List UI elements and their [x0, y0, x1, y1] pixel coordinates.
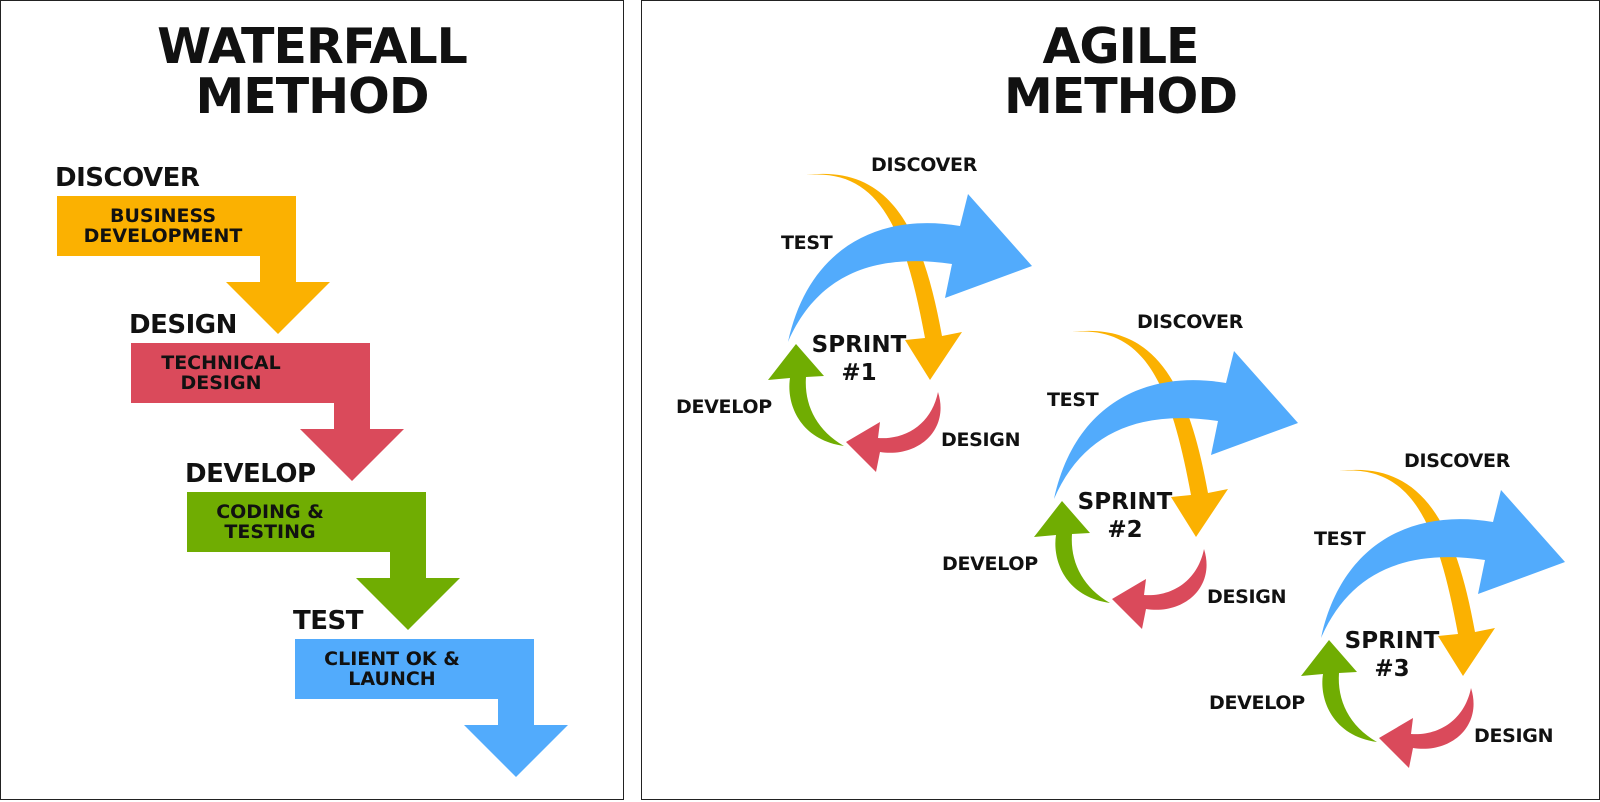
waterfall-arrow-discover: [57, 196, 330, 334]
waterfall-stage-discover: DISCOVER BUSINESS DEVELOPMENT: [55, 163, 330, 334]
waterfall-arrow-design: [131, 343, 404, 481]
sprint-name-line1: SPRINT: [1345, 628, 1440, 654]
sprint-arrow-test: [788, 194, 1032, 342]
sprint-label-design: DESIGN: [941, 429, 1020, 451]
waterfall-box-line1: CLIENT OK &: [324, 648, 460, 670]
waterfall-stage-label: TEST: [293, 606, 364, 636]
sprint-arrow-test: [1054, 351, 1298, 499]
waterfall-box-line2: LAUNCH: [348, 668, 435, 690]
sprint-label-discover: DISCOVER: [871, 154, 978, 176]
sprint-label-discover: DISCOVER: [1137, 311, 1244, 333]
sprint-label-test: TEST: [781, 232, 833, 254]
waterfall-box-line2: DESIGN: [180, 372, 261, 394]
sprint-label-design: DESIGN: [1207, 586, 1286, 608]
waterfall-stage-test: TEST CLIENT OK & LAUNCH: [293, 606, 568, 777]
agile-sprint-1: DISCOVER TEST DEVELOP DESIGN SPRINT #1: [676, 154, 1032, 472]
waterfall-title-line2: METHOD: [195, 68, 430, 125]
sprint-label-develop: DEVELOP: [942, 553, 1038, 575]
waterfall-title: WATERFALL METHOD: [0, 22, 624, 122]
sprint-label-test: TEST: [1314, 528, 1366, 550]
waterfall-box-line1: TECHNICAL: [161, 352, 281, 374]
agile-title: AGILE METHOD: [641, 22, 1600, 122]
sprint-label-develop: DEVELOP: [1209, 692, 1305, 714]
waterfall-box-line1: CODING &: [216, 501, 324, 523]
sprint-label-develop: DEVELOP: [676, 396, 772, 418]
waterfall-arrow-develop: [187, 492, 460, 630]
sprint-arrow-design: [1112, 549, 1207, 629]
agile-sprint-2: DISCOVER TEST DEVELOP DESIGN SPRINT #2: [942, 311, 1298, 629]
sprint-name-line1: SPRINT: [1078, 489, 1173, 515]
sprint-name-line1: SPRINT: [812, 332, 907, 358]
sprint-arrow-design: [846, 392, 941, 472]
sprint-arrow-design: [1379, 688, 1474, 768]
sprint-label-design: DESIGN: [1474, 725, 1553, 747]
sprint-name-line2: #3: [1374, 656, 1409, 682]
waterfall-stage-develop: DEVELOP CODING & TESTING: [185, 459, 460, 630]
waterfall-box-line1: BUSINESS: [110, 205, 216, 227]
waterfall-stage-label: DEVELOP: [185, 459, 316, 489]
sprint-label-discover: DISCOVER: [1404, 450, 1511, 472]
sprint-name-line2: #2: [1107, 517, 1142, 543]
waterfall-stage-label: DISCOVER: [55, 163, 200, 193]
agile-title-line2: METHOD: [1004, 68, 1238, 125]
sprint-arrow-develop: [1301, 640, 1377, 742]
agile-title-line1: AGILE: [1042, 18, 1199, 75]
waterfall-stage-design: DESIGN TECHNICAL DESIGN: [129, 310, 404, 481]
sprint-arrow-develop: [1034, 501, 1110, 603]
waterfall-box-line2: DEVELOPMENT: [84, 225, 243, 247]
waterfall-title-line1: WATERFALL: [157, 18, 468, 75]
waterfall-arrow-test: [295, 639, 568, 777]
waterfall-box-line2: TESTING: [224, 521, 315, 543]
waterfall-stage-label: DESIGN: [129, 310, 237, 340]
sprint-name-line2: #1: [841, 360, 876, 386]
sprint-arrow-test: [1321, 490, 1565, 638]
sprint-arrow-develop: [768, 344, 844, 446]
sprint-label-test: TEST: [1047, 389, 1099, 411]
agile-sprint-3: DISCOVER TEST DEVELOP DESIGN SPRINT #3: [1209, 450, 1565, 768]
